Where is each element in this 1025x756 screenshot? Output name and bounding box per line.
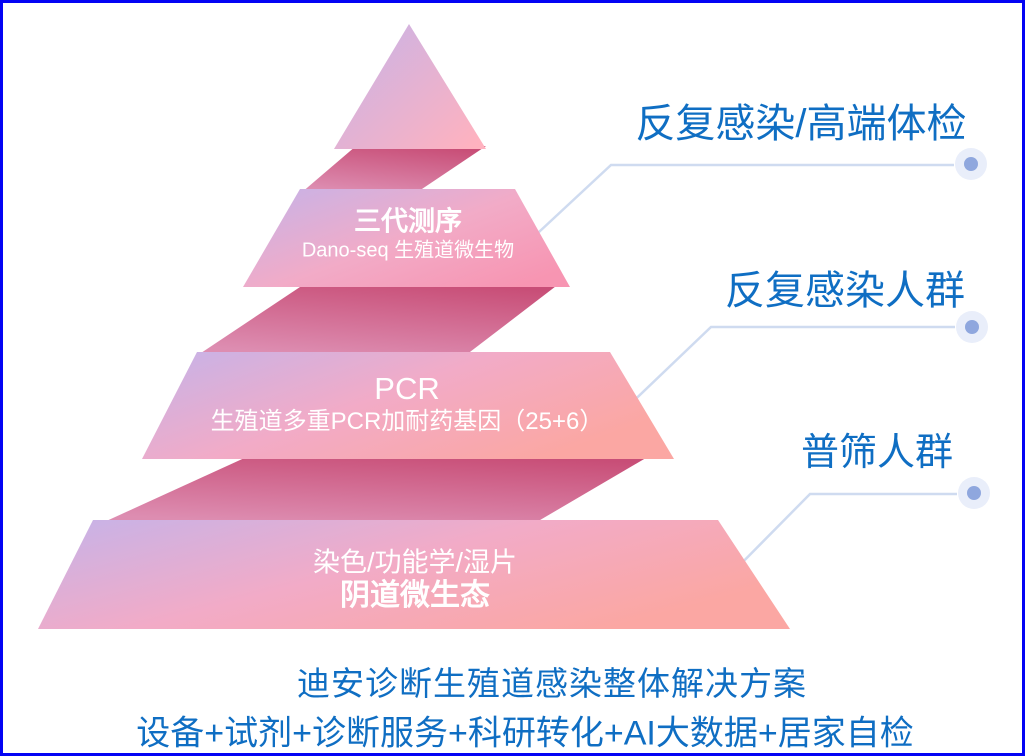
tier-microecology-shape <box>38 520 790 629</box>
pyramid-apex-shape <box>334 24 486 149</box>
annotation-label-screening: 普筛人群 <box>800 432 954 475</box>
tier-microecology-title: 染色/功能学/湿片 <box>312 547 518 578</box>
tier-sequencing-title: 三代测序 <box>354 206 462 237</box>
tier-pcr-title: PCR <box>374 371 440 407</box>
connector-line-2 <box>620 325 955 414</box>
connector-line-3 <box>724 492 957 581</box>
tier-microecology-subtitle: 阴道微生态 <box>340 578 490 612</box>
tier-sequencing-shape <box>243 189 570 287</box>
dot-1-inner <box>964 157 978 171</box>
tier-pcr-subtitle: 生殖道多重PCR加耐药基因（25+6） <box>210 408 604 436</box>
pyramid-fold-1 <box>301 146 486 193</box>
pyramid-graphic <box>38 24 990 629</box>
pyramid-fold-3 <box>102 455 651 523</box>
connector-line-1 <box>524 163 954 246</box>
annotation-label-recurrent: 反复感染人群 <box>725 269 965 313</box>
dot-3-inner <box>967 486 981 500</box>
pyramid-fold-2 <box>198 283 560 355</box>
dot-2-inner <box>965 320 979 334</box>
tier-pcr-shape <box>142 352 674 459</box>
footer-title: 迪安诊断生殖道感染整体解决方案 <box>297 665 807 703</box>
annotation-label-high-end: 反复感染/高端体检 <box>635 102 967 146</box>
tier-sequencing-subtitle: Dano-seq 生殖道微生物 <box>301 239 515 262</box>
footer-subtitle: 设备+试剂+诊断服务+科研转化+AI大数据+居家自检 <box>136 714 914 753</box>
